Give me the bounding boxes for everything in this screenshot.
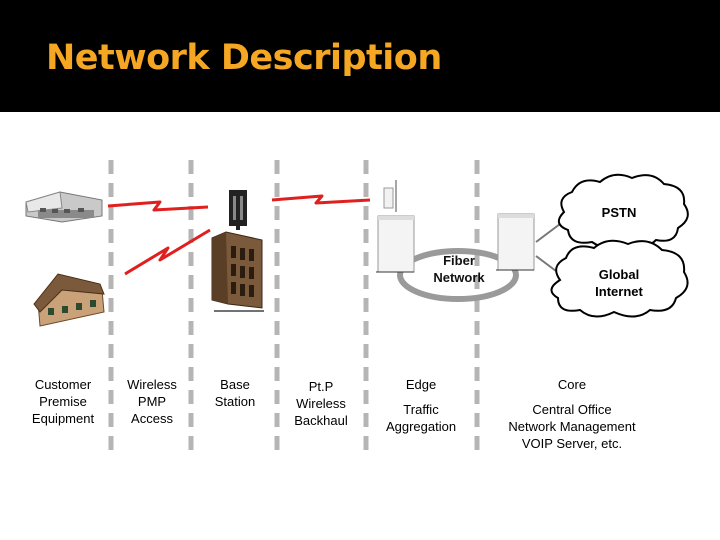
link-to-pstn bbox=[535, 223, 561, 243]
label-base-station: Base Station bbox=[214, 377, 256, 409]
label-edge-traffic: Traffic Aggregation bbox=[385, 402, 457, 434]
antenna-icon bbox=[229, 190, 247, 230]
pstn-label: PSTN bbox=[601, 205, 637, 220]
label-core-services: Central Office Network Management VOIP S… bbox=[508, 402, 636, 451]
wireless-links bbox=[107, 194, 371, 276]
title-bar: Network Description bbox=[0, 0, 720, 112]
label-customer-premise: Customer Premise Equipment bbox=[31, 377, 95, 426]
label-ptp-backhaul: Pt.P Wireless Backhaul bbox=[294, 379, 348, 428]
fiber-network-label: Fiber Network bbox=[433, 253, 485, 285]
house-icon bbox=[33, 273, 105, 327]
core-switch-icon bbox=[496, 213, 535, 271]
edge-switch-icon bbox=[376, 215, 415, 273]
base-station-building-icon bbox=[211, 231, 264, 312]
column-dividers bbox=[108, 160, 480, 457]
wireless-link-office bbox=[107, 200, 209, 212]
label-core: Core bbox=[557, 377, 587, 392]
label-wireless-pmp: Wireless PMP Access bbox=[127, 377, 177, 426]
fiber-ring bbox=[397, 248, 519, 302]
label-edge: Edge bbox=[405, 377, 437, 392]
slide-title: Network Description bbox=[46, 38, 442, 78]
diagram-area: Fiber Network PSTN Global Internet Custo… bbox=[0, 112, 720, 540]
internet-cloud bbox=[550, 239, 689, 318]
office-building-icon bbox=[25, 191, 103, 223]
pstn-cloud bbox=[557, 173, 689, 249]
network-diagram bbox=[25, 160, 689, 457]
backhaul-radio-icon bbox=[383, 180, 397, 212]
wireless-link-house bbox=[124, 228, 211, 276]
wireless-link-backhaul bbox=[271, 194, 371, 205]
internet-label: Global Internet bbox=[595, 267, 643, 299]
